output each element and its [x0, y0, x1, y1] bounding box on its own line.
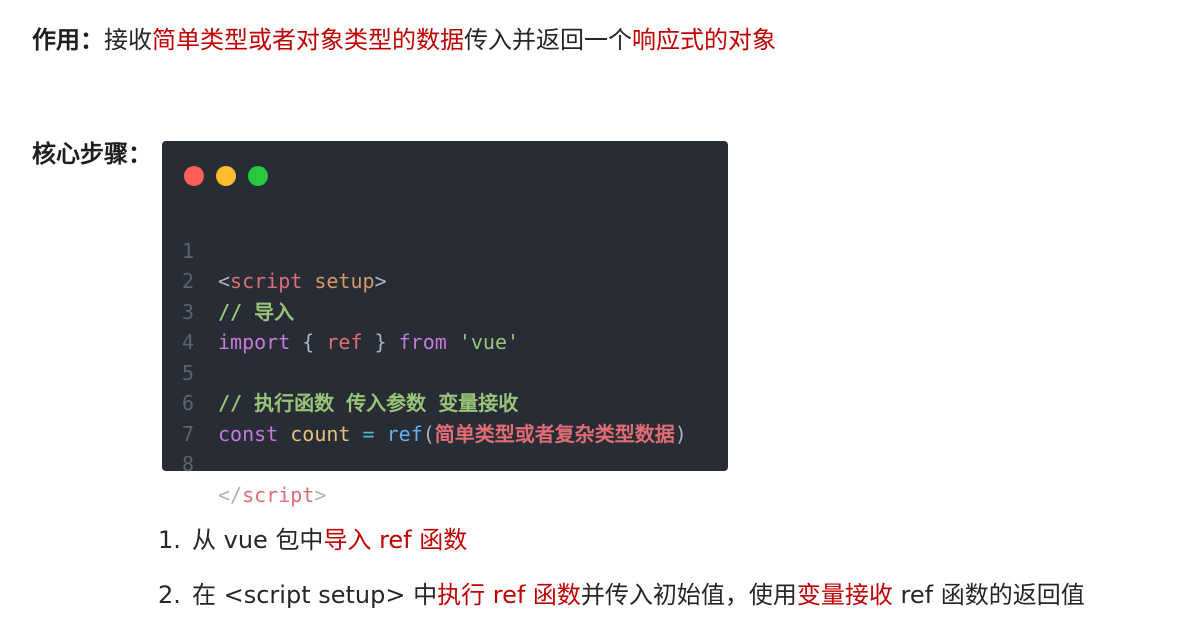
- list-text: 在 <script setup> 中: [192, 581, 438, 609]
- list-text: 从 vue 包中: [192, 526, 324, 554]
- purpose-line: 作用：接收简单类型或者对象类型的数据传入并返回一个响应式的对象: [32, 22, 776, 58]
- code-line: 2 // 导入: [162, 236, 294, 324]
- line-number: 3: [182, 299, 195, 324]
- code-block: 1 <script setup> 2 // 导入 3 import { ref …: [162, 141, 728, 507]
- list-item: 1. 从 vue 包中导入 ref 函数: [158, 522, 467, 558]
- purpose-text: 接收: [104, 26, 152, 54]
- list-text: 并传入初始值，使用: [580, 581, 797, 609]
- code-token: ref: [386, 421, 423, 446]
- line-number: 8: [182, 452, 195, 476]
- code-token: }: [362, 330, 399, 354]
- purpose-label: 作用：: [32, 26, 104, 54]
- code-token: [350, 422, 362, 446]
- code-token: {: [290, 330, 327, 354]
- line-number: 5: [182, 360, 195, 385]
- code-line: 6 const count = ref(简单类型或者复杂类型数据): [162, 358, 687, 446]
- code-line: 3 import { ref } from 'vue': [162, 266, 519, 355]
- code-line: 1 <script setup>: [162, 205, 387, 294]
- code-token: const: [218, 421, 279, 446]
- code-line: 8 </script>: [162, 419, 326, 507]
- maximize-dot-icon: [248, 166, 268, 186]
- code-token: script: [242, 482, 315, 507]
- purpose-text: 传入并返回一个: [464, 26, 632, 54]
- code-token: [278, 422, 290, 446]
- list-number: 1.: [158, 526, 181, 554]
- code-token: </: [218, 482, 243, 507]
- line-number: 7: [182, 421, 195, 446]
- list-number: 2.: [158, 581, 181, 609]
- code-token: ref: [326, 330, 363, 354]
- steps-label: 核心步骤：: [32, 140, 152, 168]
- code-token: [375, 422, 387, 446]
- code-token: import: [218, 330, 291, 354]
- code-token: script: [230, 269, 303, 293]
- code-token: ): [674, 421, 687, 446]
- code-comment: // 导入: [218, 299, 295, 324]
- list-text: ref 函数的返回值: [892, 581, 1085, 609]
- code-token: <: [218, 269, 231, 293]
- code-token: =: [362, 421, 375, 446]
- code-token: >: [374, 269, 387, 293]
- purpose-highlight: 响应式的对象: [632, 26, 776, 54]
- code-line: 5 // 执行函数 传入参数 变量接收: [162, 327, 518, 416]
- code-line: 7: [162, 388, 234, 446]
- code-token: [447, 330, 459, 354]
- purpose-highlight: 简单类型或者对象类型的数据: [152, 26, 464, 54]
- code-token: 'vue': [458, 330, 520, 354]
- line-number: 2: [182, 269, 195, 293]
- code-token: (: [422, 421, 435, 446]
- code-token: [302, 269, 314, 293]
- code-token: count: [290, 421, 351, 446]
- code-comment: // 执行函数 传入参数 变量接收: [218, 391, 519, 415]
- list-highlight: 执行 ref 函数: [437, 581, 581, 609]
- line-number: 6: [182, 391, 195, 415]
- code-token: 简单类型或者复杂类型数据: [434, 421, 675, 446]
- list-highlight: 变量接收: [796, 581, 893, 609]
- list-item: 2. 在 <script setup> 中执行 ref 函数并传入初始值，使用变量…: [158, 577, 1085, 613]
- close-dot-icon: [184, 166, 204, 186]
- line-number: 1: [182, 238, 195, 263]
- minimize-dot-icon: [216, 166, 236, 186]
- code-token: >: [314, 482, 327, 507]
- line-number: 4: [182, 330, 195, 354]
- code-line: 4: [162, 297, 234, 354]
- code-lines: 1 <script setup> 2 // 导入 3 import { ref …: [162, 205, 687, 507]
- list-highlight: 导入 ref 函数: [323, 526, 468, 554]
- code-token: from: [398, 330, 447, 354]
- code-token: setup: [314, 269, 375, 293]
